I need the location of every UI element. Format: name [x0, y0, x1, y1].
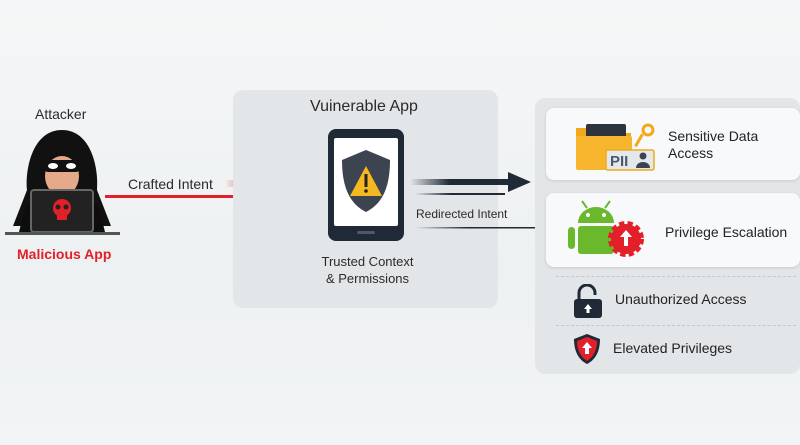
sensitive-data-line1: Sensitive Data — [668, 128, 759, 144]
vulnerable-app-title: Vuinerable App — [310, 98, 418, 115]
privilege-escalation-label: Privilege Escalation — [665, 224, 788, 240]
unauthorized-access-label: Unauthorized Access — [615, 291, 747, 307]
trusted-context-line1: Trusted Context — [321, 254, 414, 269]
divider — [556, 276, 796, 277]
attacker-label: Attacker — [35, 106, 87, 122]
sensitive-data-label: Sensitive Data Access — [668, 128, 758, 162]
redirected-intent-label: Redirected Intent — [416, 207, 508, 221]
hacker-icon — [5, 130, 120, 235]
pii-text: PII — [610, 153, 628, 170]
elevated-privileges-label: Elevated Privileges — [613, 340, 733, 356]
pii-folder-icon: PII — [576, 123, 655, 171]
privilege-escalation-card: Privilege Escalation — [546, 193, 800, 267]
trusted-context-line2: & Permissions — [325, 271, 410, 286]
sensitive-data-card: PII Sensitive Data Access — [546, 108, 800, 180]
trusted-context-caption: Trusted Context & Permissions — [315, 253, 420, 287]
unlocked-padlock-icon — [574, 284, 602, 318]
android-gear-icon — [568, 200, 644, 257]
crafted-intent-label: Crafted Intent — [128, 176, 213, 192]
phone-shield-warning-icon — [328, 129, 404, 241]
divider — [556, 325, 796, 326]
shield-up-arrow-icon — [574, 334, 600, 364]
redirected-intent-arrows — [410, 172, 549, 232]
malicious-app-label: Malicious App — [17, 246, 112, 262]
sensitive-data-line2: Access — [668, 145, 714, 161]
